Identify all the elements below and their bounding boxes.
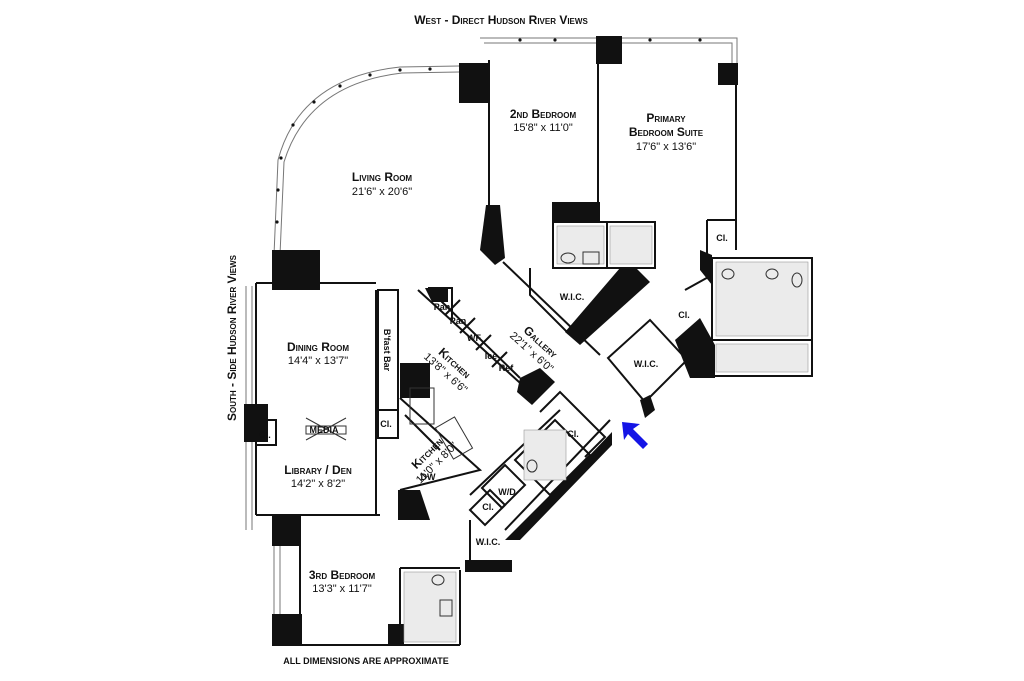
small-labels: W.I.C. W.I.C. W.I.C. Cl. Cl. Cl. Cl. Cl.… (259, 233, 728, 547)
cl-bath-label: Cl. (678, 310, 690, 320)
cl-bfast-label: Cl. (380, 419, 392, 429)
bfast-bar-label: B'fast Bar (382, 329, 392, 372)
kitchen-sink-icon (434, 416, 474, 460)
room-library: Library / Den 14'2" x 8'2" (284, 463, 352, 490)
media-console (305, 425, 347, 435)
sink-icon (721, 268, 735, 280)
bedroom3-name: 3rd Bedroom (309, 568, 376, 582)
west-view-label: West - Direct Hudson River Views (414, 13, 588, 27)
primary-name-line2: Bedroom Suite (629, 125, 704, 139)
wf-label: WF (467, 333, 481, 343)
window-mullions (275, 38, 702, 224)
ice-label: Ice (485, 351, 498, 361)
south-view-label: South - Side Hudson River Views (225, 254, 239, 421)
dining-room-name: Dining Room (287, 340, 349, 354)
room-dining: Dining Room 14'4" x 13'7" (287, 340, 349, 367)
bath-tiles (403, 225, 809, 643)
room-bedroom3: 3rd Bedroom 13'3" x 11'7" (309, 568, 376, 595)
wd-label: W/D (498, 487, 516, 497)
toilet-icon (791, 272, 803, 288)
cooktop-icon (409, 387, 435, 425)
entry-arrow-icon (622, 422, 648, 449)
dining-room-dims: 14'4" x 13'7" (288, 355, 348, 367)
pan2-label: Pan (450, 316, 467, 326)
cl-primary-label: Cl. (716, 233, 728, 243)
windows (245, 37, 738, 615)
ref-label: Ref (499, 363, 515, 373)
sink-icon (765, 268, 779, 280)
primary-name-line1: Primary (646, 111, 686, 125)
dimensions-note: All dimensions are approximate (283, 656, 449, 666)
wic-2nd-label: W.I.C. (560, 292, 585, 302)
library-dims: 14'2" x 8'2" (291, 478, 345, 490)
cl-dining-label: Cl. (259, 430, 271, 440)
dw-label: DW (421, 472, 436, 482)
pan1-label: Pan (434, 302, 451, 312)
structural-columns (244, 36, 738, 646)
living-room-name: Living Room (352, 170, 413, 184)
wic-3rd-label: W.I.C. (476, 537, 501, 547)
room-bedroom2: 2nd Bedroom 15'8" x 11'0" (510, 107, 577, 134)
room-living: Living Room 21'6" x 20'6" (352, 170, 413, 198)
cl-wd-label: Cl. (482, 502, 494, 512)
fixtures (305, 251, 803, 617)
toilet-icon (560, 252, 576, 264)
primary-dims: 17'6" x 13'6" (636, 141, 696, 153)
living-room-dims: 21'6" x 20'6" (352, 186, 412, 198)
bedroom2-name: 2nd Bedroom (510, 107, 577, 121)
media-console-marks (305, 417, 347, 441)
library-name: Library / Den (284, 463, 352, 477)
sink-icon (582, 251, 600, 265)
bedroom2-dims: 15'8" x 11'0" (513, 122, 573, 134)
bedroom3-dims: 13'3" x 11'7" (312, 583, 372, 595)
cl-hall-label: Cl. (567, 429, 579, 439)
sink-icon (439, 599, 453, 617)
media-label: MEDIA (310, 425, 340, 435)
toilet-icon (431, 574, 445, 586)
toilet-icon (526, 459, 538, 473)
room-gallery: Gallery 22'1" x 6'0" (507, 323, 561, 375)
wic-primary-label: W.I.C. (634, 359, 659, 369)
room-primary: Primary Bedroom Suite 17'6" x 13'6" (629, 111, 704, 153)
